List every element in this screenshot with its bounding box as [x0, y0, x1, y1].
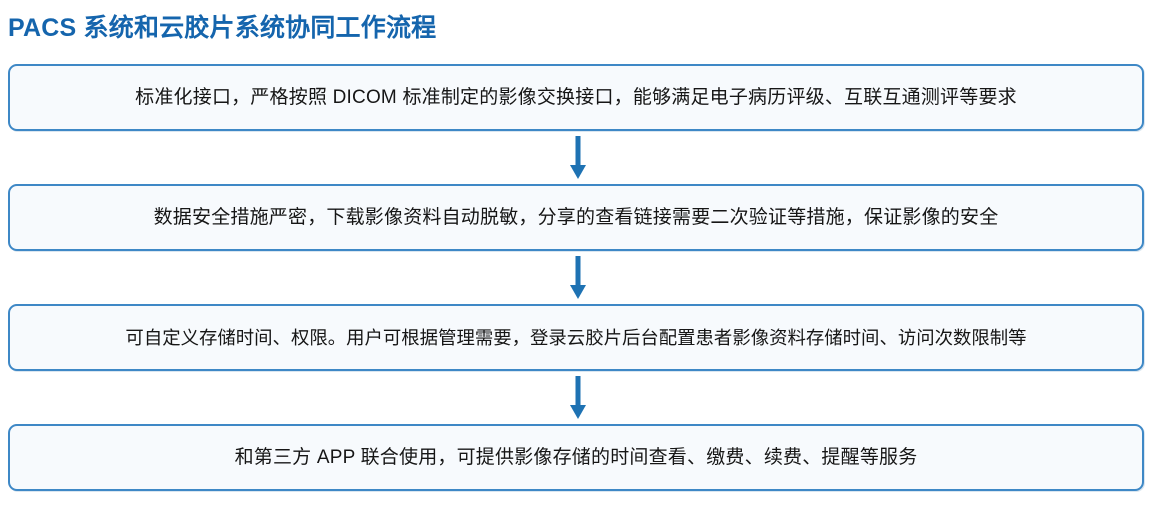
arrow-stem — [575, 136, 581, 167]
flow-connector-1-2 — [0, 131, 1152, 184]
arrow-down-icon — [570, 256, 586, 299]
flow-step-3: 可自定义存储时间、权限。用户可根据管理需要，登录云胶片后台配置患者影像资料存储时… — [8, 304, 1144, 371]
arrow-stem — [575, 256, 581, 287]
flow-connector-3-4 — [0, 371, 1152, 424]
arrow-down-icon — [570, 376, 586, 419]
flow-step-1-label: 标准化接口，严格按照 DICOM 标准制定的影像交换接口，能够满足电子病历评级、… — [135, 86, 1017, 108]
arrow-head — [570, 165, 586, 179]
flow-step-3-label: 可自定义存储时间、权限。用户可根据管理需要，登录云胶片后台配置患者影像资料存储时… — [125, 326, 1027, 348]
flow-step-4-label: 和第三方 APP 联合使用，可提供影像存储的时间查看、缴费、续费、提醒等服务 — [234, 446, 918, 468]
flow-diagram: 标准化接口，严格按照 DICOM 标准制定的影像交换接口，能够满足电子病历评级、… — [0, 64, 1152, 491]
flow-connector-2-3 — [0, 251, 1152, 304]
flow-step-1: 标准化接口，严格按照 DICOM 标准制定的影像交换接口，能够满足电子病历评级、… — [8, 64, 1144, 131]
arrow-down-icon — [570, 136, 586, 179]
arrow-head — [570, 405, 586, 419]
flow-step-4: 和第三方 APP 联合使用，可提供影像存储的时间查看、缴费、续费、提醒等服务 — [8, 424, 1144, 491]
arrow-stem — [575, 376, 581, 407]
flow-step-2-label: 数据安全措施严密，下载影像资料自动脱敏，分享的查看链接需要二次验证等措施，保证影… — [153, 206, 999, 228]
flow-step-2: 数据安全措施严密，下载影像资料自动脱敏，分享的查看链接需要二次验证等措施，保证影… — [8, 184, 1144, 251]
arrow-head — [570, 285, 586, 299]
page-title: PACS 系统和云胶片系统协同工作流程 — [8, 14, 437, 42]
